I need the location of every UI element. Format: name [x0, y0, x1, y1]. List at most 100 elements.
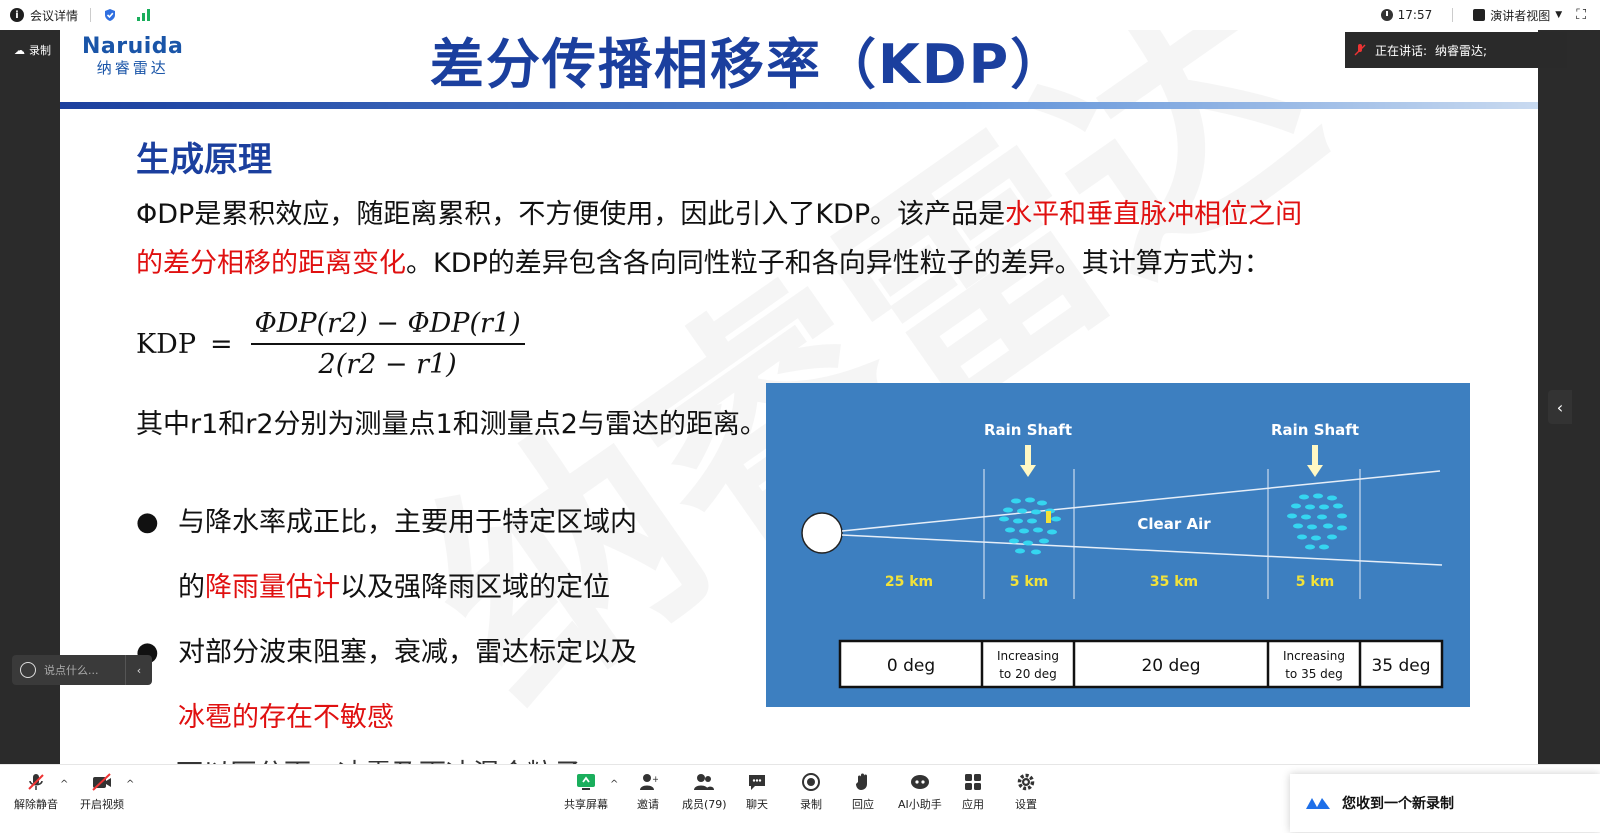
share-screen-button[interactable]: 共享屏幕 [564, 771, 608, 812]
members-button[interactable]: 成员(79) [682, 771, 727, 812]
apps-button[interactable]: 应用 [962, 771, 984, 812]
phase-cell: Increasing [997, 649, 1059, 663]
recording-indicator[interactable]: ☁ 录制 [14, 42, 51, 58]
apps-label: 应用 [962, 798, 984, 811]
divider [1452, 8, 1454, 22]
formula-lhs: KDP [136, 328, 196, 360]
formula-equals: = [210, 328, 233, 360]
presenter-view-button[interactable]: 演讲者视图 ▼ [1473, 7, 1562, 24]
bullet-continuation: 冰雹的存在不敏感 [136, 685, 736, 750]
para-emphasis: 水平和垂直脉冲相位之间的差分相移的距离变化 [136, 199, 1303, 279]
video-off-icon [91, 771, 113, 793]
clock-icon [1380, 9, 1393, 21]
bullet-emphasis: 降雨量估计 [205, 572, 340, 603]
record-icon [800, 771, 822, 793]
distance-label: 5 km [1296, 574, 1335, 590]
chevron-up-icon[interactable]: ^ [610, 779, 619, 790]
chevron-left-icon[interactable]: ‹ [125, 655, 152, 685]
reactions-label: 回应 [852, 798, 874, 811]
para-text-a: ΦDP是累积效应，随距离累积，不方便使用，因此引入了KDP。该产品是 [136, 199, 1006, 230]
bullet-item: ● 对部分波束阻塞，衰减，雷达标定以及 [136, 620, 736, 685]
members-icon [693, 771, 715, 793]
logo-english: Naruida [82, 34, 184, 59]
fullscreen-icon[interactable]: ⛶ [1576, 7, 1586, 23]
speaker-name: 纳睿雷达; [1435, 43, 1488, 58]
distance-label: 25 km [885, 574, 933, 590]
new-recording-toast[interactable]: 您收到一个新录制 [1290, 774, 1600, 832]
title-underline [60, 102, 1538, 109]
divider [90, 8, 92, 22]
bullet-text: 的降雨量估计以及强降雨区域的定位 [178, 555, 610, 620]
settings-label: 设置 [1015, 798, 1037, 811]
formula-numerator: ΦDP(r2) − ΦDP(r1) [250, 308, 525, 345]
record-button[interactable]: 录制 [800, 771, 822, 812]
members-label: 成员(79) [682, 798, 727, 811]
ai-assistant-label: AI小助手 [898, 798, 942, 811]
start-video-label: 开启视频 [80, 798, 124, 811]
meeting-clock: 17:57 [1380, 8, 1432, 22]
unmute-button[interactable]: 解除静音 [14, 771, 58, 812]
phase-table [838, 639, 1444, 689]
window-top-bar: i 会议详情 17:57 演讲者视图 ▼ ⛶ [0, 0, 1600, 31]
cloud-icon: ☁ [14, 43, 25, 57]
clear-air-label: Clear Air [1137, 515, 1211, 533]
toast-message: 您收到一个新录制 [1342, 796, 1454, 812]
active-speaker-panel: 正在讲话: 纳睿雷达; [1345, 32, 1567, 68]
emoji-icon[interactable] [20, 662, 36, 678]
intro-paragraph: ΦDP是累积效应，随距离累积，不方便使用，因此引入了KDP。该产品是水平和垂直脉… [136, 190, 1316, 288]
ai-assistant-button[interactable]: AI小助手 [898, 771, 942, 812]
phase-cell: 0 deg [887, 656, 935, 676]
info-icon[interactable]: i [10, 8, 24, 22]
bullet-item: ● 与降水率成正比，主要用于特定区域内 [136, 490, 736, 555]
chat-label: 聊天 [746, 798, 768, 811]
phase-cell: 35 deg [1371, 656, 1430, 676]
chevron-up-icon[interactable]: ^ [126, 779, 135, 790]
company-logo: Naruida 纳睿雷达 [82, 34, 183, 78]
network-signal-icon[interactable] [137, 9, 151, 21]
security-shield-icon[interactable] [103, 8, 117, 22]
beam-upper-line [841, 470, 1441, 532]
bullet-emphasis: 冰雹的存在不敏感 [178, 702, 394, 733]
settings-button[interactable]: 设置 [1015, 771, 1037, 812]
rain-drops-2 [1287, 493, 1347, 550]
recording-label: 录制 [29, 44, 51, 57]
down-arrow-icon [1020, 445, 1036, 477]
presenter-view-icon [1473, 9, 1486, 21]
start-video-button[interactable]: 开启视频 [80, 771, 124, 812]
chevron-up-icon[interactable]: ^ [60, 779, 69, 790]
bullet-list: ● 与降水率成正比，主要用于特定区域内 的降雨量估计以及强降雨区域的定位 ● 对… [136, 490, 736, 750]
formula-fraction: ΦDP(r2) − ΦDP(r1) 2(r2 − r1) [250, 308, 525, 380]
unmute-label: 解除静音 [14, 798, 58, 811]
radar-icon [801, 512, 843, 554]
speaking-label: 正在讲话: [1375, 43, 1428, 58]
distance-note: 其中r1和r2分别为测量点1和测量点2与雷达的距离。 [136, 409, 767, 440]
chat-bubble-icon [746, 771, 768, 793]
logo-chinese: 纳睿雷达 [96, 59, 169, 77]
bullet-continuation: 的降雨量估计以及强降雨区域的定位 [136, 555, 736, 620]
add-user-icon: + [637, 771, 659, 793]
bullet-text: 与降水率成正比，主要用于特定区域内 [178, 507, 637, 538]
chevron-down-icon: ▼ [1555, 10, 1563, 20]
chat-input-bar[interactable]: 说点什么... ‹ [12, 655, 152, 685]
chat-placeholder[interactable]: 说点什么... [44, 664, 99, 677]
rain-shaft-label: Rain Shaft [984, 421, 1072, 439]
distance-label: 35 km [1150, 574, 1198, 590]
invite-button[interactable]: + 邀请 [637, 771, 659, 812]
para-text-b: 。KDP的差异包含各向同性粒子和各向异性粒子的差异。其计算方式为： [406, 248, 1271, 279]
phase-cell: Increasing [1283, 649, 1345, 663]
chevron-left-icon: ‹ [1556, 397, 1564, 417]
down-arrow-icon [1307, 445, 1323, 477]
meeting-details-label[interactable]: 会议详情 [30, 8, 79, 23]
side-panel-toggle[interactable]: ‹ [1548, 390, 1572, 424]
distance-label: 5 km [1010, 574, 1049, 590]
svg-text:+: + [652, 775, 658, 785]
record-label: 录制 [800, 798, 822, 811]
slide-title: 差分传播相移率（KDP） [430, 33, 1067, 96]
chat-button[interactable]: 聊天 [746, 771, 768, 812]
gear-icon [1015, 771, 1037, 793]
beam-lower-line [841, 534, 1443, 566]
reactions-button[interactable]: 回应 [852, 771, 874, 812]
bullet-text: 对部分波束阻塞，衰减，雷达标定以及 [178, 637, 637, 668]
presenter-view-label: 演讲者视图 [1490, 8, 1551, 23]
phase-cell: 20 deg [1141, 656, 1200, 676]
